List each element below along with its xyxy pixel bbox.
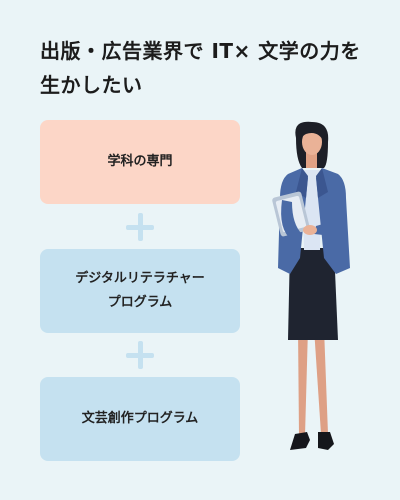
step-label-line-1: デジタルリテラチャー (75, 271, 205, 286)
step-label: 学科の専門 (107, 154, 173, 169)
plus-icon (121, 208, 159, 246)
headline-line-2: 生かしたい (40, 73, 143, 97)
step-label: 文芸創作プログラム (81, 411, 199, 426)
step-box-creative-writing: 文芸創作プログラム (40, 377, 240, 461)
businesswoman-illustration (272, 121, 350, 450)
step-box-major: 学科の専門 (40, 120, 240, 204)
step-box-digital-literature: デジタルリテラチャー プログラム (40, 249, 240, 333)
headline-line-1: 出版・広告業界で IT× 文学の力を (40, 39, 361, 63)
step-label-line-2: プログラム (107, 295, 173, 310)
headline: 出版・広告業界で IT× 文学の力を 生かしたい (40, 34, 380, 102)
plus-icon (121, 336, 159, 374)
